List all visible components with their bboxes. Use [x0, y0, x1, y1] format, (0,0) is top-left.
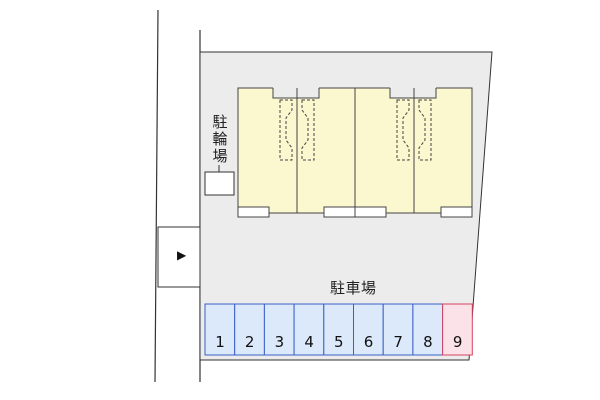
- parking-space-number: 1: [215, 333, 225, 351]
- entrance-arrow: ▶: [177, 248, 187, 262]
- parking-space-4: [293, 303, 325, 356]
- balcony: [354, 206, 387, 218]
- interior-outline: [301, 99, 315, 161]
- parking-space-7: [382, 303, 414, 356]
- parking-space-number: 2: [244, 333, 255, 351]
- interior-outline: [418, 99, 432, 161]
- parking-space-9: [442, 303, 473, 356]
- parking-space-3: [263, 303, 295, 356]
- bike-label-char: 場: [212, 147, 228, 165]
- interior-outline: [396, 99, 410, 161]
- parking-space-6: [353, 303, 384, 356]
- parking-space-2: [234, 303, 265, 356]
- bicycle-parking-label: 駐 輪 場: [208, 114, 232, 165]
- building-unit-3: [354, 87, 415, 214]
- parking-space-number: 7: [393, 333, 403, 351]
- building-unit-4: [413, 87, 473, 214]
- parking-space-1: [204, 303, 236, 356]
- interior-outline: [279, 99, 293, 161]
- parking-space-number: 8: [423, 333, 433, 351]
- parking-space-8: [412, 303, 444, 356]
- building: [237, 85, 473, 218]
- parking-space-5: [323, 303, 354, 356]
- bike-label-char: 駐: [212, 113, 228, 131]
- balcony: [237, 206, 270, 218]
- parking-space-number: 3: [274, 333, 285, 351]
- road-line-left: [154, 9, 159, 383]
- building-unit-2: [296, 87, 356, 214]
- balcony: [323, 206, 356, 218]
- bike-label-char: 輪: [212, 130, 228, 148]
- entrance-area: [157, 226, 201, 288]
- parking-space-number: 9: [452, 333, 463, 351]
- unit-recess: [273, 85, 319, 98]
- parking-spaces: [204, 303, 473, 356]
- parking-space-number: 5: [334, 333, 344, 351]
- balcony: [440, 206, 473, 218]
- parking-space-number: 4: [304, 333, 314, 351]
- unit-recess-outline: [272, 88, 320, 99]
- unit-recess-outline: [389, 88, 437, 99]
- unit-recess: [390, 85, 436, 98]
- building-unit-1: [237, 87, 298, 214]
- bicycle-parking-box: [204, 171, 235, 196]
- parking-space-number: 6: [363, 333, 374, 351]
- car-parking-label: 駐車場: [330, 279, 377, 297]
